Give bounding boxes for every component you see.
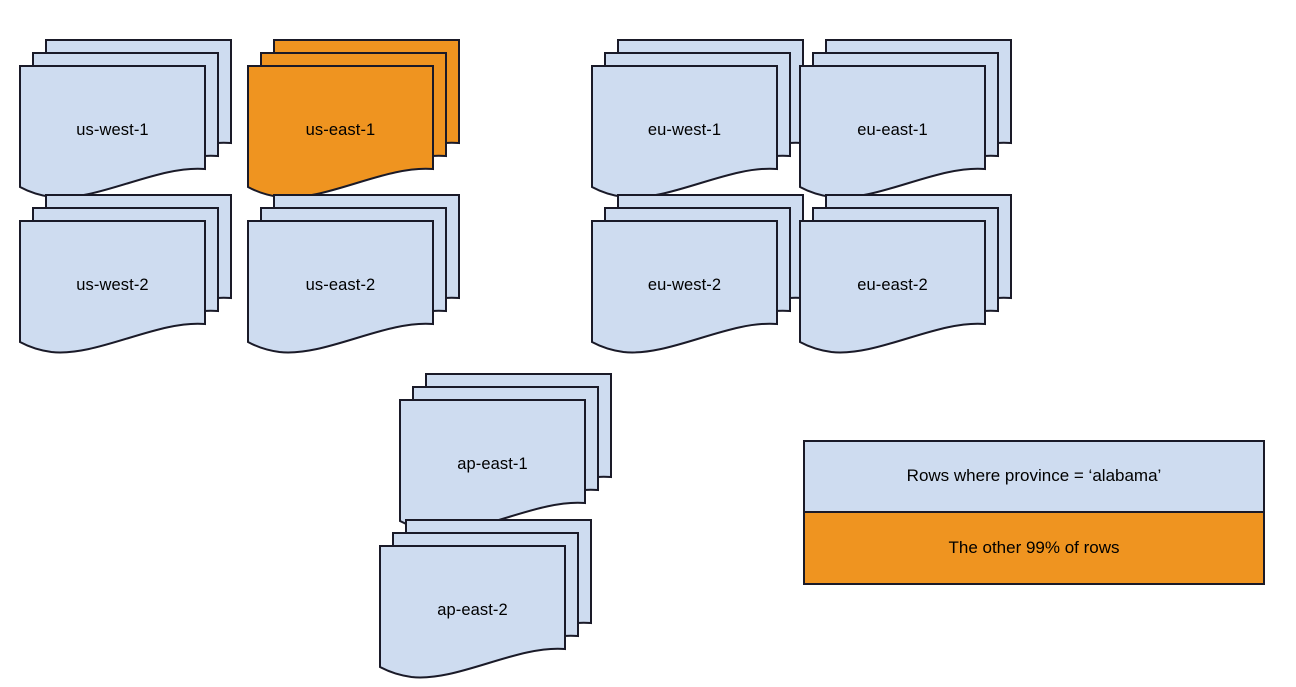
document-stack-us-east-1[interactable]: us-east-1 [247, 39, 460, 205]
document-sheet-front [19, 220, 206, 354]
document-stack-us-west-2[interactable]: us-west-2 [19, 194, 232, 360]
document-stack-shape [247, 39, 460, 199]
legend-label-normal: Rows where province = ‘alabama’ [906, 466, 1162, 486]
document-stack-shape [399, 373, 612, 533]
document-stack-eu-east-2[interactable]: eu-east-2 [799, 194, 1012, 360]
document-stack-us-west-1[interactable]: us-west-1 [19, 39, 232, 205]
legend-row-normal: Rows where province = ‘alabama’ [805, 442, 1263, 513]
document-stack-shape [379, 519, 592, 679]
document-stack-eu-west-2[interactable]: eu-west-2 [591, 194, 804, 360]
document-stack-shape [799, 194, 1012, 354]
document-stack-ap-east-1[interactable]: ap-east-1 [399, 373, 612, 539]
legend-row-highlight: The other 99% of rows [805, 512, 1263, 583]
document-stack-shape [799, 39, 1012, 199]
document-stack-shape [247, 194, 460, 354]
document-sheet-front [799, 65, 986, 199]
document-stack-ap-east-2[interactable]: ap-east-2 [379, 519, 592, 685]
document-stack-eu-west-1[interactable]: eu-west-1 [591, 39, 804, 205]
document-sheet-front [379, 545, 566, 679]
legend: Rows where province = ‘alabama’ The othe… [803, 440, 1265, 585]
document-stack-us-east-2[interactable]: us-east-2 [247, 194, 460, 360]
document-sheet-front [591, 220, 778, 354]
document-sheet-front [19, 65, 206, 199]
document-stack-shape [19, 39, 232, 199]
document-sheet-front [799, 220, 986, 354]
document-sheet-front [247, 65, 434, 199]
document-stack-shape [591, 39, 804, 199]
document-stack-shape [19, 194, 232, 354]
legend-label-highlight: The other 99% of rows [948, 537, 1120, 557]
document-sheet-front [247, 220, 434, 354]
document-sheet-front [591, 65, 778, 199]
document-stack-eu-east-1[interactable]: eu-east-1 [799, 39, 1012, 205]
document-sheet-front [399, 399, 586, 533]
document-stack-shape [591, 194, 804, 354]
